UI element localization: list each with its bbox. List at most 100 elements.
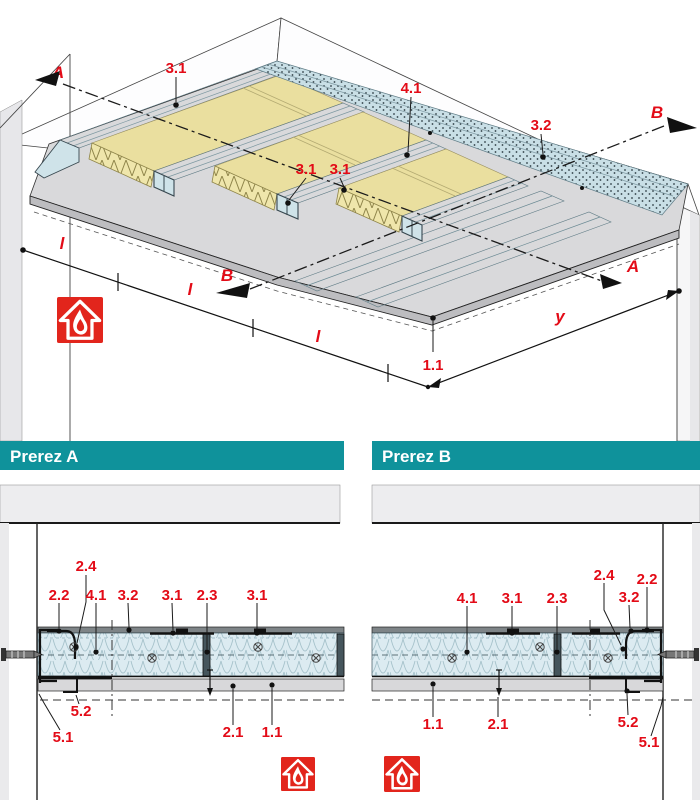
leader-dot — [540, 154, 546, 160]
mineral-wool-layer — [37, 632, 345, 677]
panel-joints — [242, 85, 462, 197]
callout-label: 3.1 — [330, 161, 351, 178]
dim-label: l — [316, 327, 322, 346]
leader-dot — [56, 628, 62, 634]
cut-faces — [34, 131, 584, 242]
leader — [407, 96, 412, 153]
leader — [38, 693, 61, 731]
leader — [127, 602, 130, 628]
fastener-crosses — [447, 642, 613, 663]
label-5.1: 5.1 — [639, 734, 660, 751]
header-bar-b — [372, 441, 700, 470]
dim-label: y — [554, 307, 566, 326]
leader-dot — [430, 315, 436, 321]
strip-line — [366, 216, 601, 303]
leader-dot — [269, 682, 275, 688]
marker-letter: B — [221, 266, 233, 285]
section-b-labels-top: 4.1 3.1 2.3 2.4 2.2 3.2 — [457, 567, 657, 655]
label-3.1: 3.1 — [247, 587, 268, 604]
leader-dot — [554, 649, 560, 655]
label-3.2: 3.2 — [619, 589, 640, 606]
leader-dot — [230, 683, 236, 689]
callout-label: 1.1 — [423, 357, 444, 374]
fastener-dot — [580, 186, 584, 190]
plasterboard-edge — [29, 195, 680, 326]
callout-3.2: 3.2 — [531, 117, 552, 160]
edge-angle-lip — [63, 678, 78, 693]
marker-arrow — [216, 283, 250, 298]
leader — [626, 693, 629, 716]
callout-4.1: 4.1 — [401, 80, 421, 158]
fire-protection-icon — [57, 297, 103, 343]
strip-line — [267, 63, 681, 191]
profile-strip — [355, 211, 612, 308]
leader-dot — [204, 649, 210, 655]
dim-arrow — [428, 378, 441, 388]
c-profile-web — [336, 633, 345, 677]
callout-3.1-mid-2: 3.1 — [330, 161, 351, 193]
edge-channel-detail — [38, 628, 112, 693]
profile-bottom-strips — [294, 190, 612, 308]
label-1.1: 1.1 — [423, 716, 444, 733]
concrete-slab — [0, 484, 341, 524]
leader-dot — [285, 200, 291, 206]
leader-dot — [93, 649, 99, 655]
section-b-drawing: 4.1 3.1 2.3 2.4 2.2 3.2 1.1 2.1 5.2 5.1 — [371, 484, 700, 800]
section-a-labels-top: 2.4 2.2 4.1 3.2 3.1 2.3 3.1 — [49, 558, 268, 655]
leader-dot — [624, 688, 630, 694]
callout-3.1-top: 3.1 — [166, 60, 186, 108]
profile-strip — [294, 190, 565, 292]
label-2.3: 2.3 — [547, 590, 568, 607]
header-bar-a — [0, 441, 344, 470]
callout-3.1-mid-1: 3.1 — [285, 161, 316, 206]
leader-dot — [620, 646, 626, 652]
concrete-slab — [371, 484, 700, 524]
dim-line — [427, 290, 680, 388]
fire-protection-icon — [281, 757, 315, 791]
label-3.1: 3.1 — [502, 590, 523, 607]
label-5.2: 5.2 — [71, 703, 92, 720]
ceiling-rows — [59, 60, 689, 226]
section-b-labels-bottom: 1.1 2.1 5.2 5.1 — [423, 681, 664, 751]
bottom-board — [371, 678, 664, 692]
callout-label: 3.1 — [296, 161, 317, 178]
dimension-l: l l l — [20, 234, 431, 390]
leader-dot — [126, 627, 132, 633]
section-marker-B-top: B — [651, 103, 697, 133]
dimension-y: y — [427, 288, 682, 388]
fire-protection-icon — [384, 756, 420, 792]
label-1.1: 1.1 — [262, 724, 283, 741]
strip-line — [305, 195, 553, 287]
callout-label: 3.2 — [531, 117, 552, 134]
left-wall-strip — [0, 99, 23, 442]
section-a-drawing: 2.4 2.2 4.1 3.2 3.1 2.3 3.1 5.2 5.1 2.1 … — [0, 484, 345, 800]
resilient-channels — [150, 628, 292, 635]
label-2.1: 2.1 — [488, 716, 509, 733]
anchor-screw-left — [1, 648, 43, 661]
top-board — [37, 626, 345, 634]
perimeter-profile-right — [254, 60, 689, 216]
dim-end-dot — [20, 247, 26, 253]
leader — [76, 575, 87, 644]
marker-arrow — [667, 117, 697, 133]
board-screw — [207, 669, 213, 696]
label-4.1: 4.1 — [457, 590, 478, 607]
marker-arrow — [600, 274, 622, 289]
marker-letter: A — [626, 257, 639, 276]
shadow-dashed-line — [33, 211, 680, 332]
section-marker-A-top: A — [35, 63, 64, 86]
leader-dot — [644, 627, 650, 633]
insulation-cut-face — [211, 165, 278, 211]
leader — [171, 602, 174, 631]
marker-arrow — [35, 71, 60, 86]
leader — [603, 583, 622, 646]
dim-line — [22, 249, 429, 388]
callout-1.1: 1.1 — [423, 315, 444, 374]
section-line-B — [249, 125, 665, 290]
wall-strip — [692, 523, 700, 800]
label-2.2: 2.2 — [49, 587, 70, 604]
header-title-b: Prerez B — [382, 447, 451, 466]
bottom-board — [37, 678, 345, 692]
